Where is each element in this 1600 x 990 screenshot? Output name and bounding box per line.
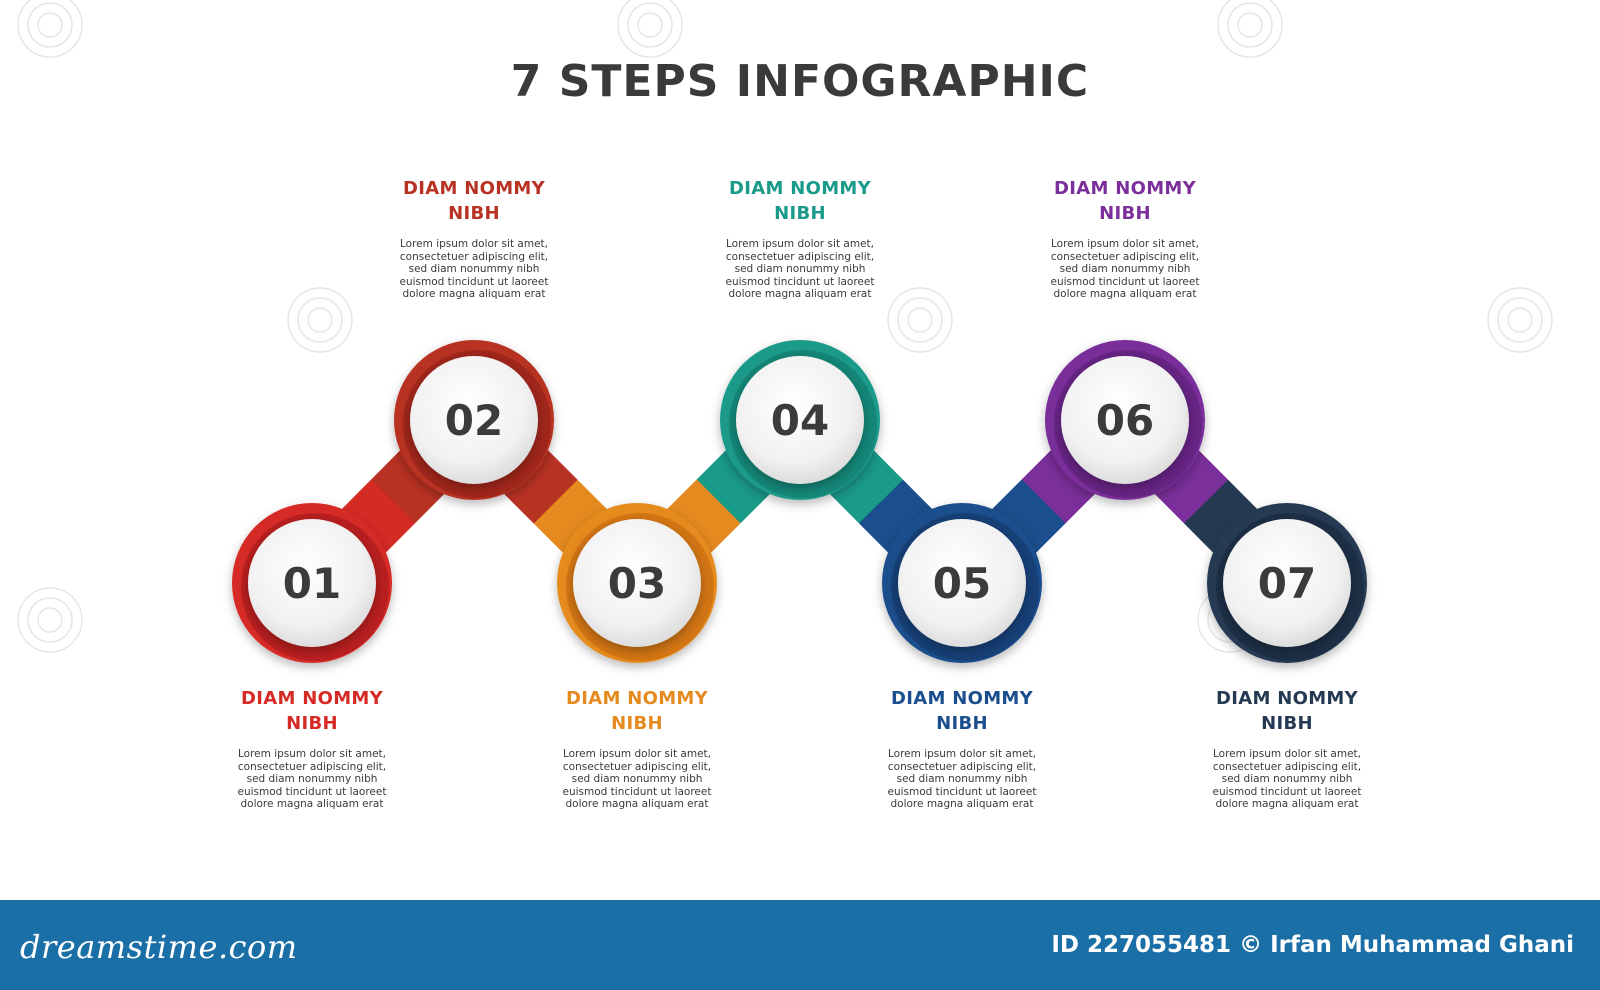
step-node-07: 07 bbox=[1207, 503, 1367, 663]
step-heading-line2: NIBH bbox=[611, 713, 663, 734]
step-description: Lorem ipsum dolor sit amet, consectetuer… bbox=[399, 238, 549, 301]
step-node-04: 04 bbox=[720, 340, 880, 500]
inner-disc bbox=[1223, 519, 1351, 647]
step-heading-line1: DIAM NOMMY bbox=[403, 178, 545, 199]
step-description: Lorem ipsum dolor sit amet, consectetuer… bbox=[1212, 748, 1362, 811]
steps-diagram: 01 02 03 04 05 06 07 bbox=[17, 0, 1553, 663]
step-heading: DIAM NOMMY NIBH bbox=[1015, 176, 1235, 226]
step-heading-line2: NIBH bbox=[286, 713, 338, 734]
step-heading-line1: DIAM NOMMY bbox=[729, 178, 871, 199]
watermark-ring bbox=[1227, 2, 1273, 48]
step-heading-line2: NIBH bbox=[936, 713, 988, 734]
watermark-ring bbox=[17, 0, 83, 58]
step-text-04: DIAM NOMMY NIBH Lorem ipsum dolor sit amet… bbox=[690, 176, 910, 301]
step-heading: DIAM NOMMY NIBH bbox=[852, 686, 1072, 736]
watermark-ring bbox=[297, 297, 343, 343]
step-heading-line1: DIAM NOMMY bbox=[1216, 688, 1358, 709]
watermark-ring bbox=[897, 297, 943, 343]
step-node-05: 05 bbox=[882, 503, 1042, 663]
step-text-03: DIAM NOMMY NIBH Lorem ipsum dolor sit amet… bbox=[527, 686, 747, 811]
step-heading: DIAM NOMMY NIBH bbox=[527, 686, 747, 736]
step-number: 01 bbox=[283, 559, 341, 608]
step-heading: DIAM NOMMY NIBH bbox=[1177, 686, 1397, 736]
infographic-title: 7 STEPS INFOGRAPHIC bbox=[510, 56, 1090, 107]
inner-disc bbox=[410, 356, 538, 484]
step-text-07: DIAM NOMMY NIBH Lorem ipsum dolor sit amet… bbox=[1177, 686, 1397, 811]
step-number: 03 bbox=[608, 559, 666, 608]
step-text-02: DIAM NOMMY NIBH Lorem ipsum dolor sit amet… bbox=[364, 176, 584, 301]
step-node-03: 03 bbox=[557, 503, 717, 663]
step-heading-line2: NIBH bbox=[1261, 713, 1313, 734]
step-number: 02 bbox=[445, 396, 503, 445]
footer-credit: ID 227055481 © Irfan Muhammad Ghani bbox=[1051, 932, 1574, 958]
step-heading-line1: DIAM NOMMY bbox=[891, 688, 1033, 709]
watermark-ring bbox=[27, 2, 73, 48]
circle-layer: 01 02 03 04 05 06 07 bbox=[232, 340, 1367, 663]
watermark-ring bbox=[1487, 287, 1553, 353]
step-number: 04 bbox=[771, 396, 829, 445]
watermark-ring bbox=[887, 287, 953, 353]
inner-disc bbox=[573, 519, 701, 647]
step-node-01: 01 bbox=[232, 503, 392, 663]
step-heading-line1: DIAM NOMMY bbox=[1054, 178, 1196, 199]
watermark-ring bbox=[27, 597, 73, 643]
step-description: Lorem ipsum dolor sit amet, consectetuer… bbox=[1050, 238, 1200, 301]
watermark-ring bbox=[637, 12, 663, 38]
step-heading-line1: DIAM NOMMY bbox=[241, 688, 383, 709]
watermark-ring bbox=[287, 287, 353, 353]
step-heading-line2: NIBH bbox=[1099, 203, 1151, 224]
watermark-ring bbox=[307, 307, 333, 333]
step-description: Lorem ipsum dolor sit amet, consectetuer… bbox=[725, 238, 875, 301]
watermark-ring bbox=[1217, 0, 1283, 58]
inner-disc bbox=[1061, 356, 1189, 484]
step-description: Lorem ipsum dolor sit amet, consectetuer… bbox=[887, 748, 1037, 811]
watermark-ring bbox=[907, 307, 933, 333]
step-heading-line2: NIBH bbox=[448, 203, 500, 224]
step-heading: DIAM NOMMY NIBH bbox=[202, 686, 422, 736]
step-number: 06 bbox=[1096, 396, 1154, 445]
step-text-01: DIAM NOMMY NIBH Lorem ipsum dolor sit amet… bbox=[202, 686, 422, 811]
step-heading: DIAM NOMMY NIBH bbox=[690, 176, 910, 226]
watermark-ring bbox=[617, 0, 683, 58]
watermark-ring bbox=[627, 2, 673, 48]
watermark-ring bbox=[1237, 12, 1263, 38]
watermark-ring bbox=[1507, 307, 1533, 333]
step-number: 07 bbox=[1258, 559, 1316, 608]
watermark-ring bbox=[1497, 297, 1543, 343]
footer-bar: dreamstime.com ID 227055481 © Irfan Muha… bbox=[0, 900, 1600, 990]
step-heading: DIAM NOMMY NIBH bbox=[364, 176, 584, 226]
watermark-ring bbox=[37, 607, 63, 633]
step-description: Lorem ipsum dolor sit amet, consectetuer… bbox=[237, 748, 387, 811]
watermark-layer bbox=[17, 0, 1553, 653]
inner-disc bbox=[248, 519, 376, 647]
step-node-06: 06 bbox=[1045, 340, 1205, 500]
watermark-ring bbox=[17, 587, 83, 653]
step-heading-line1: DIAM NOMMY bbox=[566, 688, 708, 709]
step-description: Lorem ipsum dolor sit amet, consectetuer… bbox=[562, 748, 712, 811]
inner-disc bbox=[736, 356, 864, 484]
watermark-ring bbox=[37, 12, 63, 38]
step-text-05: DIAM NOMMY NIBH Lorem ipsum dolor sit amet… bbox=[852, 686, 1072, 811]
step-number: 05 bbox=[933, 559, 991, 608]
step-heading-line2: NIBH bbox=[774, 203, 826, 224]
step-node-02: 02 bbox=[394, 340, 554, 500]
inner-disc bbox=[898, 519, 1026, 647]
footer-logo[interactable]: dreamstime.com bbox=[20, 928, 298, 966]
step-text-06: DIAM NOMMY NIBH Lorem ipsum dolor sit amet… bbox=[1015, 176, 1235, 301]
